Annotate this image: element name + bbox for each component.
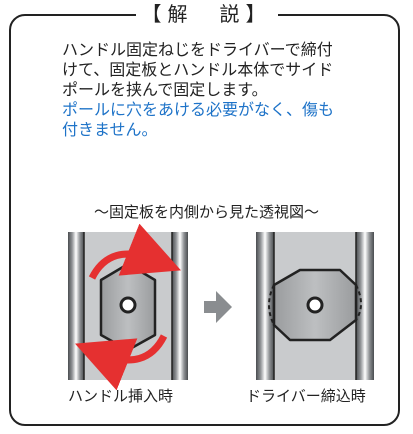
- direction-arrow-icon: [204, 291, 232, 323]
- note-line-2: 付きません。: [62, 120, 158, 139]
- description: ハンドル固定ねじをドライバーで締付 けて、固定板とハンドル本体でサイド ポールを…: [62, 40, 392, 140]
- figure-title: 〜固定板を内側から見た透視図〜: [93, 203, 319, 221]
- note-line-1: ポールに穴をあける必要がなく、傷も: [62, 100, 335, 119]
- caption-right: ドライバー締込時: [246, 387, 366, 405]
- left-pole-right: [172, 232, 188, 380]
- rotate-arrow-bottom: [74, 334, 168, 391]
- left-figure: [68, 223, 188, 391]
- panel-title: 【解 説】: [0, 2, 413, 26]
- caption-left: ハンドル挿入時: [68, 387, 174, 405]
- right-pole-left: [256, 232, 274, 380]
- right-pole-right: [356, 232, 374, 380]
- right-figure: [256, 232, 374, 380]
- left-pole-left: [68, 232, 84, 380]
- description-line-1: ハンドル固定ねじをドライバーで締付: [62, 40, 333, 59]
- screw-hole: [119, 296, 137, 314]
- description-line-3: ポールを挟んで固定します。: [62, 80, 268, 99]
- description-line-2: けて、固定板とハンドル本体でサイド: [62, 60, 334, 79]
- screw-hole: [306, 296, 324, 314]
- rotate-arrow-top: [88, 223, 182, 280]
